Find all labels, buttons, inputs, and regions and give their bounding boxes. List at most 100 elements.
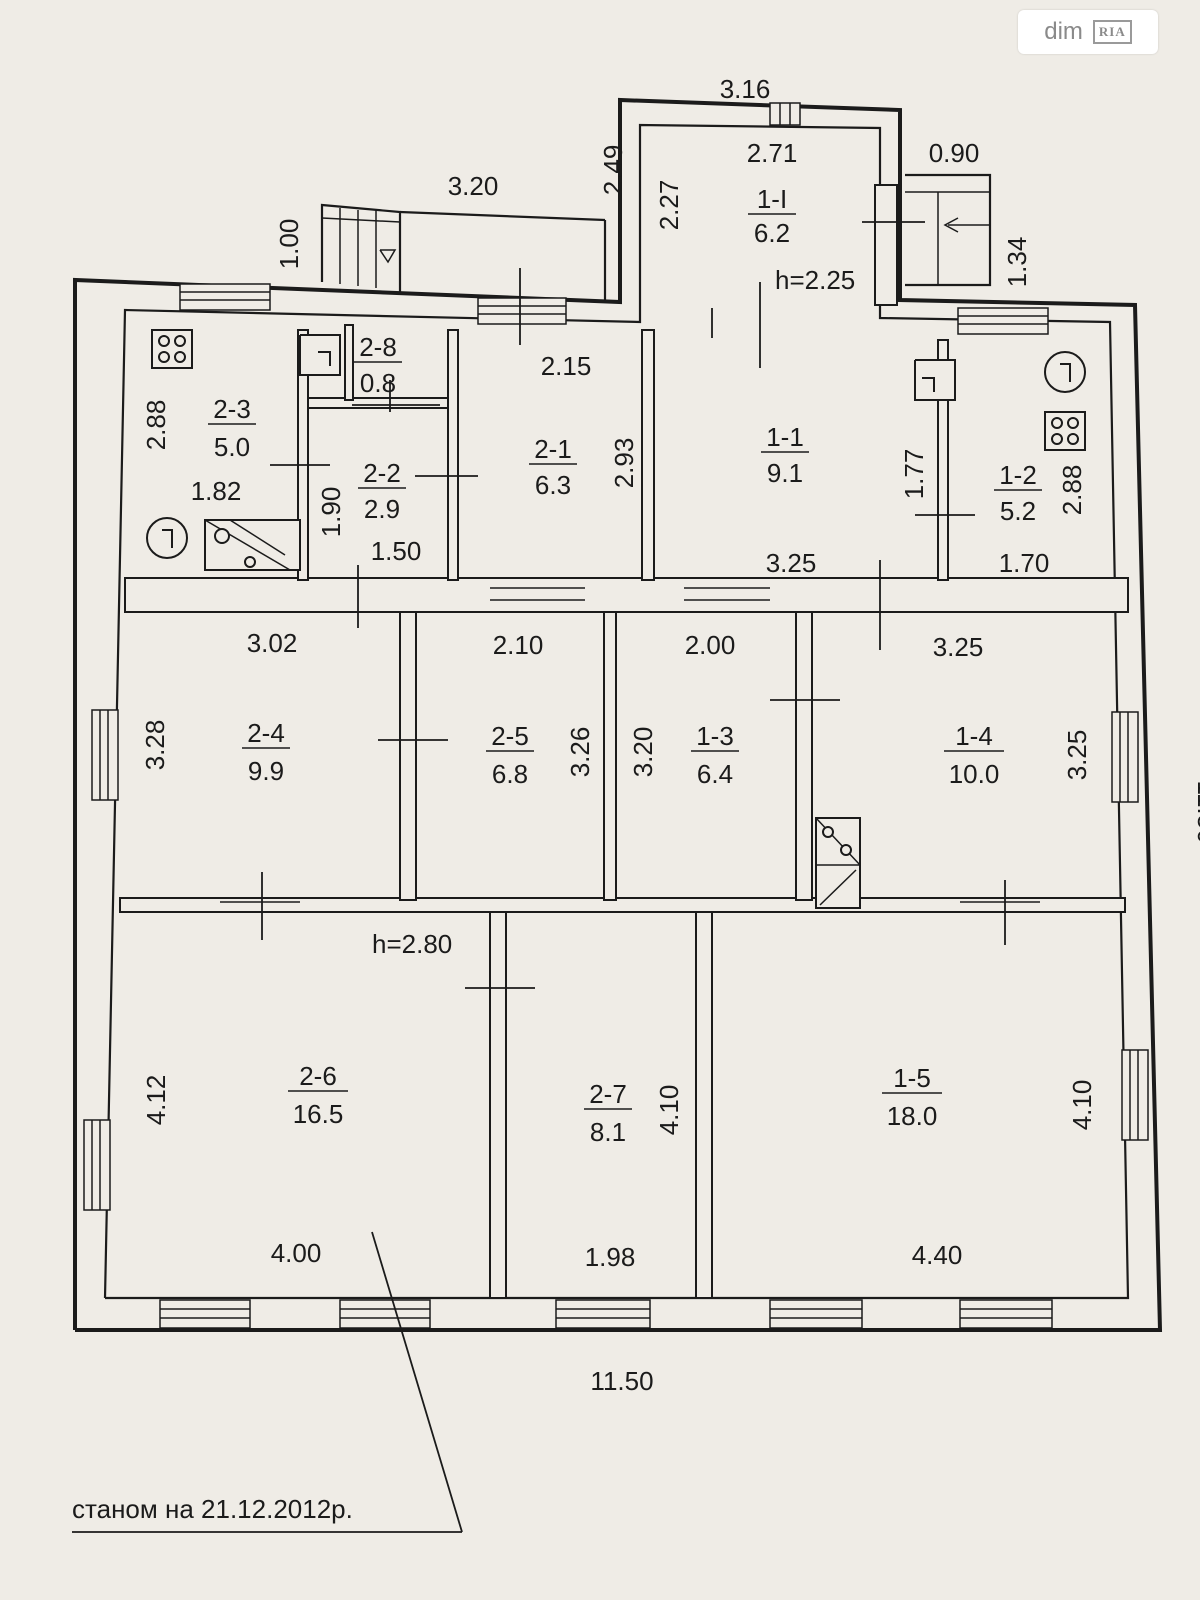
- partition-21-22: [447, 329, 459, 581]
- door-marks: [261, 221, 1006, 989]
- window-top-mid: [477, 297, 567, 325]
- dim-r27-width: 1.98: [585, 1242, 636, 1272]
- dim-r22-depth: 1.90: [316, 487, 346, 538]
- window-left-upper: [91, 709, 119, 801]
- dim-total-depth: 11.50: [1192, 780, 1200, 843]
- room-area: 5.0: [214, 432, 250, 462]
- dim-steps-left-depth: 1.00: [274, 219, 304, 270]
- room-area: 6.4: [697, 759, 733, 789]
- room-2-7: 2-7 8.1: [584, 1079, 632, 1147]
- room-2-3: 2-3 5.0: [208, 394, 256, 462]
- toilet-icon-12: [914, 359, 956, 401]
- room-id: 1-4: [955, 721, 993, 751]
- room-area: 0.8: [360, 368, 396, 398]
- dim-r24-depth: 3.28: [140, 720, 170, 771]
- partition-13-14: [795, 611, 813, 901]
- room-id: 1-3: [696, 721, 734, 751]
- room-2-1: 2-1 6.3: [529, 434, 577, 500]
- dim-r13-depth: 3.20: [628, 727, 658, 778]
- dim-r13-width: 2.00: [685, 630, 736, 660]
- dim-r15-width: 4.40: [912, 1240, 963, 1270]
- dim-r14-depth: 3.25: [1062, 730, 1092, 781]
- dim-r26-depth: 4.12: [141, 1075, 171, 1126]
- room-id: 2-3: [213, 394, 251, 424]
- dim-r25-depth: 3.26: [565, 727, 595, 778]
- room-2-5: 2-5 6.8: [486, 721, 534, 789]
- room-area: 8.1: [590, 1117, 626, 1147]
- sink-icon-left: [204, 519, 301, 571]
- sink-icon-r14: [815, 817, 861, 909]
- room-area: 10.0: [949, 759, 1000, 789]
- inner-wall-contour: [103, 123, 1130, 1300]
- room-2-8: 2-8 0.8: [354, 332, 402, 398]
- ria-logo-icon: RIA: [1092, 20, 1132, 44]
- room-id: 1-5: [893, 1063, 931, 1093]
- dim-steps-right-depth: 1.34: [1002, 237, 1032, 288]
- room-2-6: 2-6 16.5: [288, 1061, 348, 1129]
- dim-porch-side: 2.49: [598, 145, 628, 196]
- watermark-badge: dim RIA: [1018, 10, 1158, 54]
- dim-r21-width: 2.15: [541, 351, 592, 381]
- dim-r27-depth: 4.10: [654, 1085, 684, 1136]
- room-id: 2-6: [299, 1061, 337, 1091]
- room-area: 2.9: [364, 494, 400, 524]
- partition-27-15: [695, 911, 713, 1299]
- dim-r12-depth: 2.88: [1057, 465, 1087, 516]
- room-1-1: 1-1 9.1: [761, 422, 809, 488]
- window-right-lower: [1121, 1049, 1149, 1141]
- watermark-text: dim: [1044, 18, 1083, 45]
- partition-23-22: [297, 329, 309, 581]
- dim-r22-width: 1.50: [371, 536, 422, 566]
- windows: [83, 102, 1149, 1329]
- toilet-icon-28: [299, 334, 341, 376]
- windows-bottom: [159, 1299, 1053, 1329]
- window-porch-top: [769, 102, 801, 126]
- height-label-lower: h=2.80: [372, 929, 452, 959]
- right-steps: [905, 173, 992, 287]
- room-area: 16.5: [293, 1099, 344, 1129]
- dim-steps-right-width: 0.90: [929, 138, 980, 168]
- porch-side-wall: [874, 184, 898, 306]
- caption-pointer-line: [371, 1231, 463, 1533]
- room-area: 6.3: [535, 470, 571, 500]
- dim-r12-width: 1.70: [999, 548, 1050, 578]
- dim-r24-width: 3.02: [247, 628, 298, 658]
- dimension-labels: 3.16 2.71 0.90 3.20 1.82 1.50 2.15 3.25 …: [191, 74, 1050, 1396]
- partition-21-11: [641, 329, 655, 581]
- room-id: 2-7: [589, 1079, 627, 1109]
- stove-icon-left: [151, 329, 193, 369]
- partition-24-25: [399, 611, 417, 901]
- room-2-2: 2-2 2.9: [358, 458, 406, 524]
- stove-icon-right: [1044, 411, 1086, 451]
- dim-r26-width: 4.00: [271, 1238, 322, 1268]
- room-id: 2-1: [534, 434, 572, 464]
- left-steps: [320, 203, 607, 300]
- room-1-I: 1-I 6.2: [748, 184, 796, 248]
- dimension-labels-vertical: 2.49 2.27 1.34 1.00 2.88 1.90 2.93 1.77 …: [140, 145, 1200, 1136]
- room-id: 1-2: [999, 460, 1037, 490]
- dim-r23-width: 1.82: [191, 476, 242, 506]
- dim-porch-width: 3.16: [720, 74, 771, 104]
- partition-25-13: [603, 611, 617, 901]
- room-id: 2-8: [359, 332, 397, 362]
- dim-r21-depth: 2.93: [609, 438, 639, 489]
- window-top-left: [179, 283, 271, 311]
- window-left-lower: [83, 1119, 111, 1211]
- room-area: 18.0: [887, 1101, 938, 1131]
- dim-total-width: 11.50: [590, 1366, 653, 1396]
- window-top-right: [957, 307, 1049, 335]
- partition-11-12: [937, 339, 949, 581]
- room-area: 6.2: [754, 218, 790, 248]
- room-id: 1-I: [757, 184, 787, 214]
- dim-r11-side: 1.77: [899, 449, 929, 500]
- room-id: 2-2: [363, 458, 401, 488]
- dim-r15-depth: 4.10: [1067, 1080, 1097, 1131]
- height-label-upper: h=2.25: [775, 265, 855, 295]
- dim-steps-left-width: 3.20: [448, 171, 499, 201]
- window-right-upper: [1111, 711, 1139, 803]
- room-area: 6.8: [492, 759, 528, 789]
- room-1-3: 1-3 6.4: [691, 721, 739, 789]
- dim-r25-width: 2.10: [493, 630, 544, 660]
